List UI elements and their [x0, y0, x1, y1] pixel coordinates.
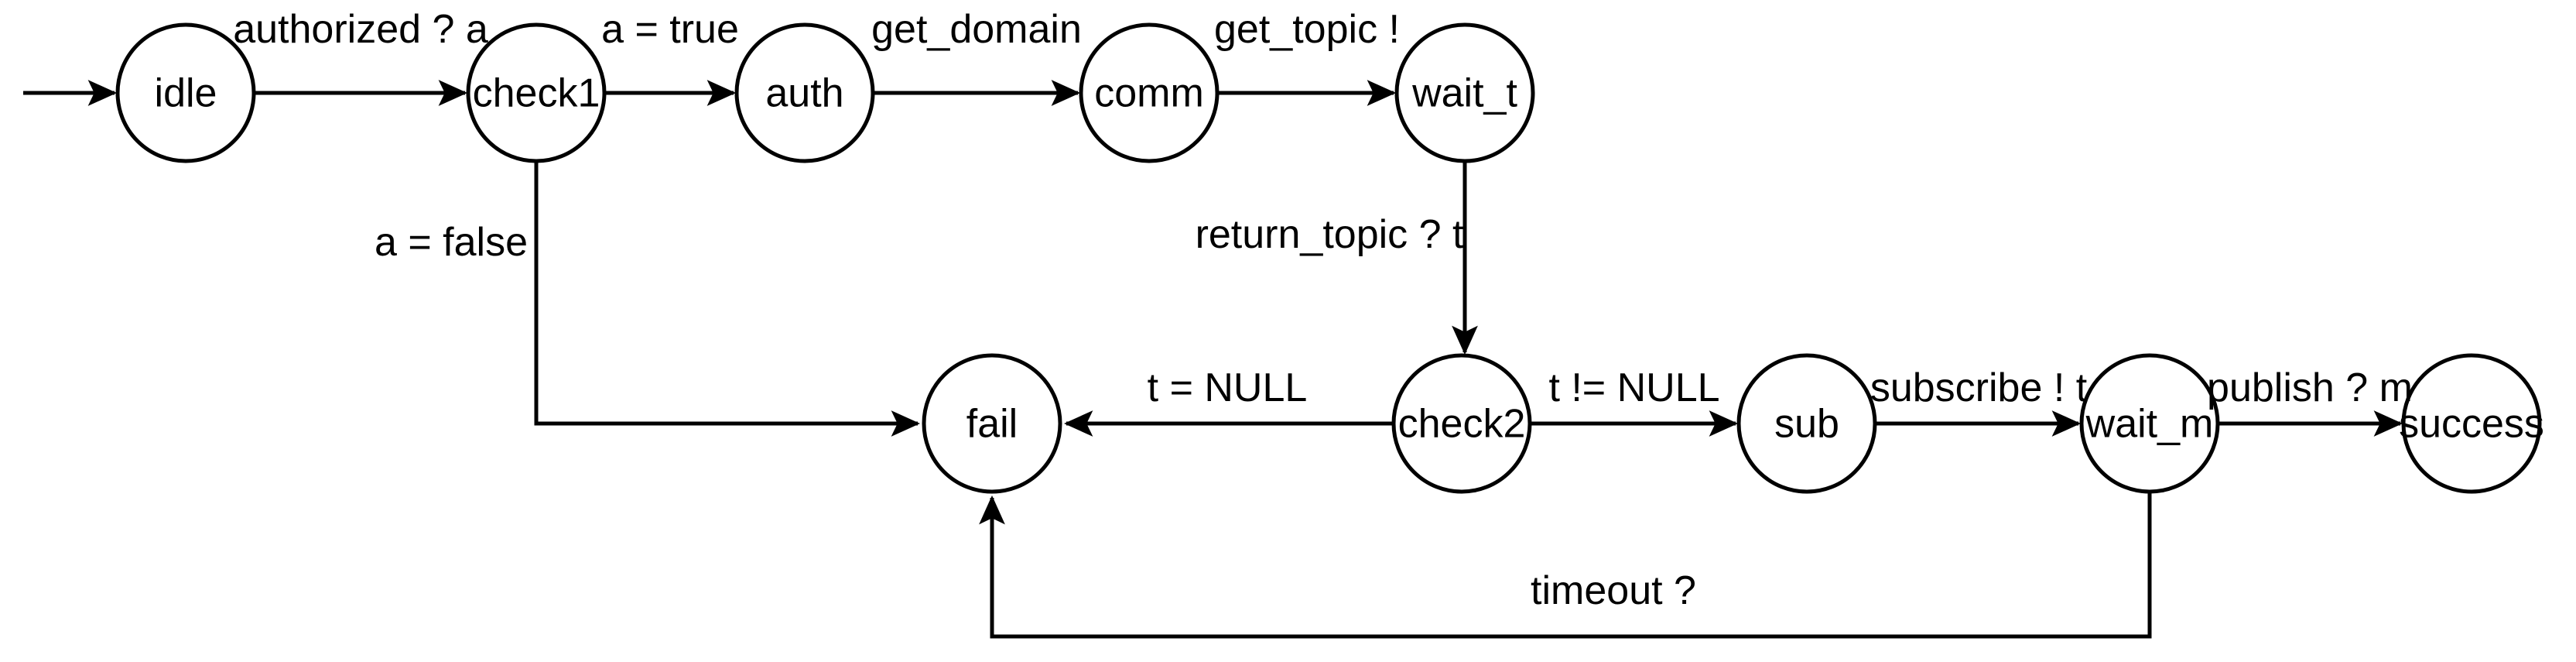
state-node-fail[interactable]: fail [922, 353, 1062, 494]
edge-label-get-domain: get_domain [871, 7, 1082, 52]
state-circle-success[interactable] [2401, 353, 2542, 494]
state-label-wait_t: wait_t [1411, 71, 1517, 116]
edge-label-publish: publish ? m [2207, 365, 2413, 410]
state-label-idle: idle [155, 71, 217, 116]
state-label-success: success [2399, 402, 2544, 447]
state-label-comm: comm [1094, 71, 1204, 116]
state-circle-comm[interactable] [1079, 22, 1220, 163]
edge-label-subscribe: subscribe ! t [1870, 365, 2088, 410]
edge-label-a-true: a = true [601, 7, 739, 52]
state-circle-sub[interactable] [1736, 353, 1877, 494]
edge-wait_m-to-fail [979, 492, 2152, 639]
state-label-sub: sub [1774, 402, 1839, 447]
state-circle-wait_t[interactable] [1394, 22, 1535, 163]
state-circle-check2[interactable] [1391, 353, 1532, 494]
state-circle-check1[interactable] [466, 22, 607, 163]
state-label-check2: check2 [1398, 402, 1526, 447]
state-label-auth: auth [765, 71, 843, 116]
state-label-check1: check1 [473, 71, 600, 116]
edge-label-return-topic: return_topic ? t [1196, 212, 1464, 257]
state-label-fail: fail [966, 402, 1018, 447]
state-circle-fail[interactable] [922, 353, 1062, 494]
state-node-sub[interactable]: sub [1736, 353, 1877, 494]
edge-labels-layer: authorized ? a a = true get_domain get_t… [233, 7, 2413, 613]
edge-label-a-false: a = false [375, 220, 528, 265]
state-node-wait_t[interactable]: wait_t [1394, 22, 1535, 163]
state-circle-wait_m[interactable] [2079, 353, 2220, 494]
state-node-success[interactable]: success [2399, 353, 2544, 494]
state-node-wait_m[interactable]: wait_m [2079, 353, 2220, 494]
edge-label-authorized: authorized ? a [233, 7, 488, 52]
edge-label-t-null: t = NULL [1148, 365, 1308, 410]
state-node-check2[interactable]: check2 [1391, 353, 1532, 494]
state-circle-idle[interactable] [115, 22, 256, 163]
state-node-check1[interactable]: check1 [466, 22, 607, 163]
state-label-wait_m: wait_m [2085, 402, 2214, 447]
state-node-idle[interactable]: idle [115, 22, 256, 163]
states-layer: idle check1 auth comm wait_t fail [115, 22, 2544, 494]
state-node-comm[interactable]: comm [1079, 22, 1220, 163]
edge-label-get-topic: get_topic ! [1214, 7, 1400, 52]
state-circle-auth[interactable] [734, 22, 875, 163]
edge-label-timeout: timeout ? [1531, 568, 1696, 613]
state-node-auth[interactable]: auth [734, 22, 875, 163]
edge-label-t-not-null: t != NULL [1548, 365, 1719, 410]
edge-check1-to-fail [534, 161, 921, 437]
edges-layer [23, 80, 2403, 639]
